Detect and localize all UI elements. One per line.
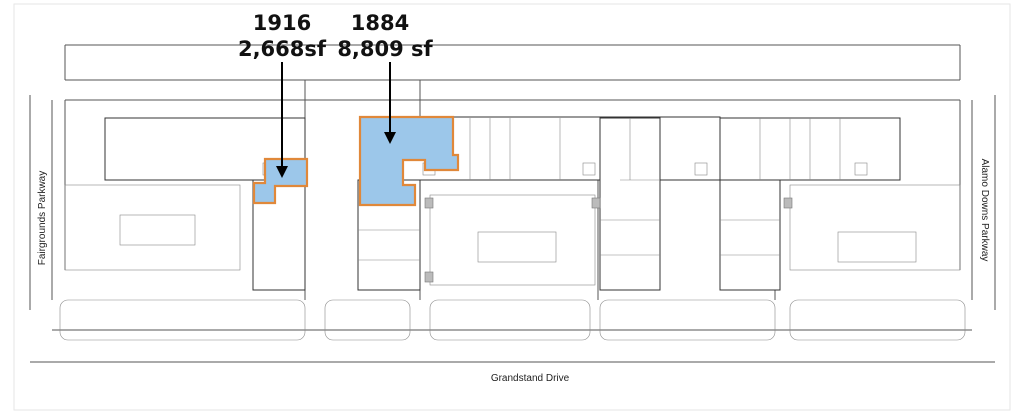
road-label-left: Fairgrounds Parkway [37, 171, 48, 265]
site-outline [64, 80, 961, 300]
building-east-wing [719, 179, 781, 291]
callout-1884-suite: 1884 [351, 11, 409, 35]
frame [13, 3, 1011, 411]
road-label-bottom: Grandstand Drive [491, 373, 570, 384]
arrow-1884 [384, 62, 396, 144]
bottom-islands [59, 299, 966, 341]
suite-1916-highlight[interactable] [252, 157, 309, 205]
buildings [104, 116, 901, 291]
arrow-1916 [276, 62, 288, 178]
top-road [64, 44, 961, 81]
callout-1884-area: 8,809 sf [337, 37, 433, 61]
parking-lots [64, 184, 961, 286]
side-roads [29, 95, 996, 363]
callout-1916-area: 2,668sf [238, 37, 327, 61]
callout-1916-suite: 1916 [253, 11, 311, 35]
suite-1884-highlight[interactable] [358, 115, 460, 207]
road-label-right: Alamo Downs Parkway [979, 159, 990, 262]
